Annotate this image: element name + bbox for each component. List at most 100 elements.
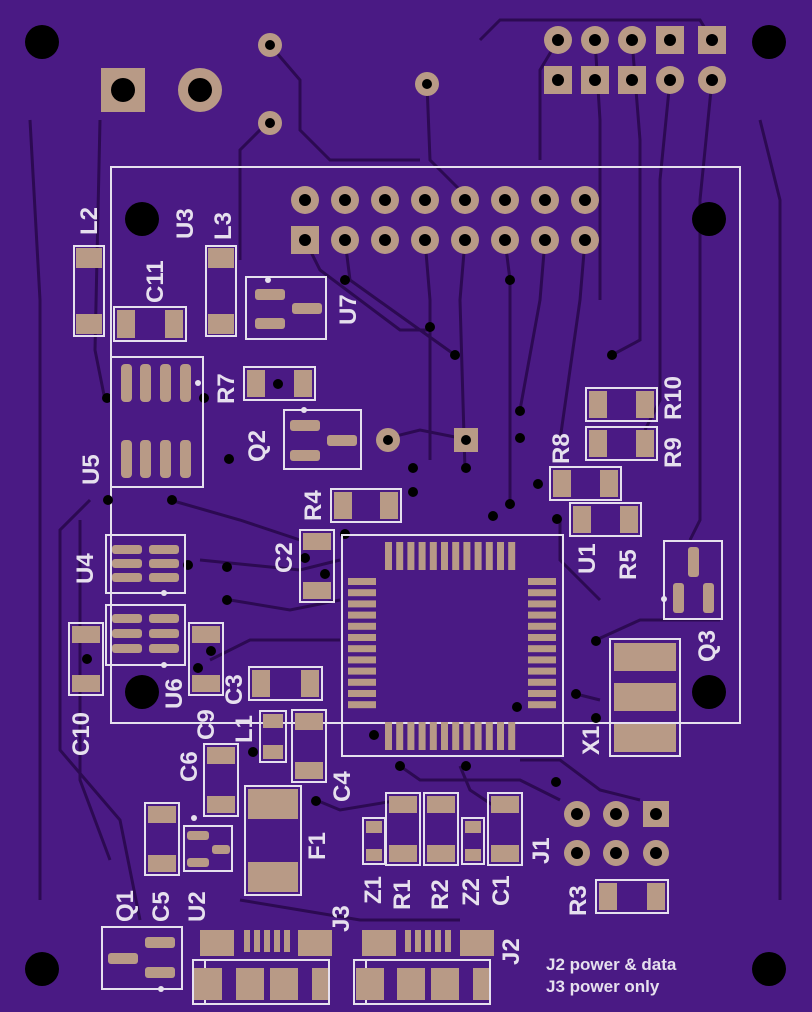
- label-R10: R10: [660, 375, 687, 420]
- capacitor-C10: [68, 622, 104, 696]
- ic-U6: [105, 604, 186, 668]
- ic-U2: [183, 815, 233, 872]
- ic-U5: [110, 356, 204, 488]
- capacitor-C1: [487, 792, 523, 866]
- diode-Z2: [461, 817, 485, 865]
- label-J2: J2: [498, 938, 525, 965]
- mcu-pin: [485, 542, 493, 570]
- inductor-L1: [259, 710, 287, 763]
- label-Q3: Q3: [694, 629, 721, 662]
- ic-U4: [105, 534, 186, 596]
- label-R4: R4: [300, 490, 327, 521]
- mcu-pin: [348, 589, 376, 597]
- label-U3: U3: [172, 208, 199, 239]
- label-J1: J1: [528, 837, 555, 864]
- mcu-pin: [474, 722, 482, 750]
- transistor-Q1: [101, 926, 183, 992]
- label-R5: R5: [615, 549, 642, 580]
- label-L2: L2: [76, 206, 103, 235]
- usb-connector-J2: [353, 930, 494, 1005]
- capacitor-C11: [113, 306, 187, 342]
- mcu-pin: [348, 600, 376, 608]
- label-J3: J3: [328, 905, 355, 932]
- mcu-pin: [528, 667, 556, 675]
- inductor-L3: [205, 245, 237, 337]
- mcu-pin: [528, 589, 556, 597]
- capacitor-C6: [203, 743, 239, 817]
- mcu-pin: [385, 542, 392, 570]
- mcu-pin: [441, 542, 448, 570]
- mcu-pin: [429, 542, 437, 570]
- fuse-F1: [244, 785, 302, 896]
- mcu-pin: [407, 542, 415, 570]
- resistor-R3: [595, 879, 669, 914]
- capacitor-C9: [188, 622, 224, 696]
- mcu-pin: [528, 701, 556, 709]
- transistor-Q2: [283, 407, 362, 470]
- label-L3: L3: [210, 211, 237, 240]
- resistor-R7: [243, 366, 316, 401]
- mcu-pin: [497, 722, 504, 750]
- mcu-pin: [348, 634, 376, 641]
- mcu-pin: [528, 678, 556, 686]
- resistor-R5: [569, 502, 642, 537]
- mcu-pin: [348, 578, 376, 585]
- resistor-R4: [330, 488, 402, 523]
- mcu-pin: [528, 645, 556, 653]
- mcu-pin: [348, 690, 376, 697]
- mcu-pin: [528, 611, 556, 619]
- mcu-pin: [452, 542, 460, 570]
- mcu-pin: [348, 645, 376, 653]
- note-j2: J2 power & data: [546, 955, 677, 974]
- mcu-pin: [528, 690, 556, 697]
- label-C2: C2: [271, 542, 298, 573]
- capacitor-C3: [248, 666, 323, 701]
- label-C10: C10: [68, 711, 95, 756]
- module-holes: [125, 202, 726, 709]
- mcu-pin: [474, 542, 482, 570]
- mcu-pin: [348, 701, 376, 709]
- capacitor-C2: [299, 529, 335, 603]
- capacitor-C5: [144, 802, 180, 876]
- label-X1: X1: [578, 725, 605, 755]
- label-L1: L1: [231, 714, 258, 743]
- label-U1: U1: [574, 543, 601, 574]
- resistor-R2: [423, 792, 459, 866]
- label-Q2: Q2: [244, 429, 271, 462]
- capacitor-C4: [291, 709, 327, 783]
- mcu-pin: [385, 722, 392, 750]
- mcu-pin: [348, 622, 376, 630]
- mcu-pin: [463, 542, 471, 570]
- mcu-pin: [441, 722, 448, 750]
- label-F1: F1: [304, 831, 331, 860]
- mcu-pin: [528, 622, 556, 630]
- header-J1: [564, 801, 669, 866]
- label-R8: R8: [548, 433, 575, 464]
- ic-main-mcu: [341, 534, 564, 757]
- label-U7: U7: [335, 294, 362, 325]
- mcu-pin: [407, 722, 415, 750]
- header-top-right: [544, 26, 726, 94]
- mcu-pin: [508, 542, 516, 570]
- label-Q1: Q1: [112, 889, 139, 922]
- resistor-R9: [585, 426, 658, 461]
- label-U5: U5: [78, 454, 105, 485]
- label-Z2: Z2: [458, 877, 485, 906]
- label-C3: C3: [221, 674, 248, 705]
- usb-connector-J3: [192, 930, 332, 1005]
- mcu-pin: [528, 578, 556, 585]
- label-R1: R1: [389, 879, 416, 910]
- resistor-R10: [585, 387, 658, 422]
- label-R7: R7: [213, 373, 240, 404]
- inductor-L2: [73, 245, 105, 337]
- label-C1: C1: [488, 875, 515, 906]
- mcu-pin: [348, 678, 376, 686]
- mcu-pin: [418, 542, 426, 570]
- resistor-R1: [385, 792, 421, 866]
- mcu-pin: [348, 611, 376, 619]
- mcu-pin: [396, 722, 404, 750]
- label-C11: C11: [142, 260, 169, 303]
- label-C9: C9: [193, 709, 220, 740]
- label-C5: C5: [148, 891, 175, 922]
